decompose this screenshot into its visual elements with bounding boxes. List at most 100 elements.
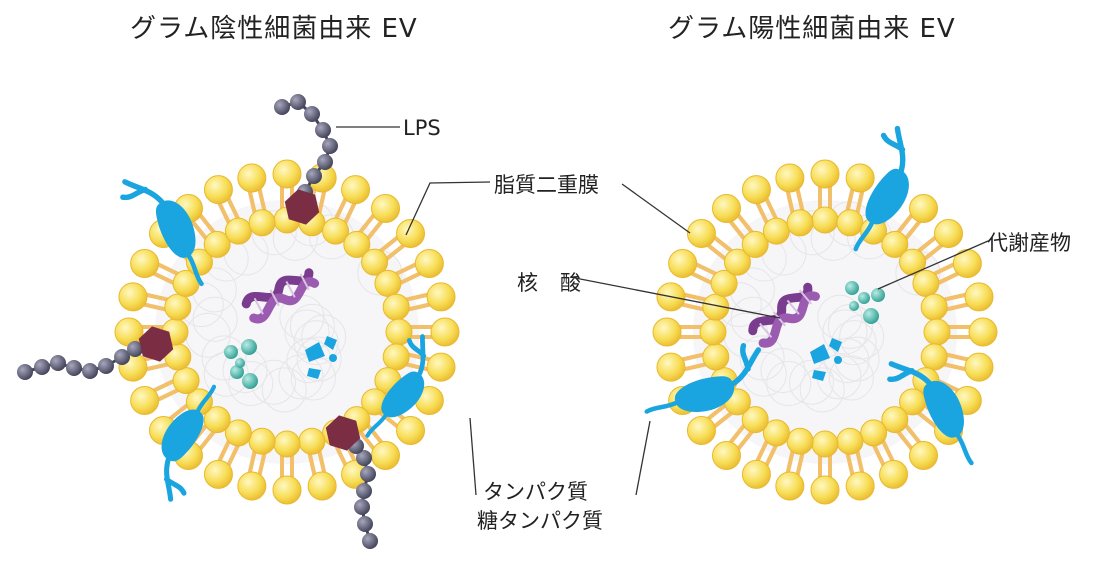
lipid-head	[810, 159, 840, 189]
lipid-head	[248, 427, 276, 455]
lipid-head	[810, 475, 840, 505]
protein-body	[923, 380, 964, 438]
dna-base-pair	[772, 311, 786, 327]
core-texture	[296, 336, 342, 382]
leader-line	[569, 276, 781, 319]
lipid-head	[775, 163, 805, 193]
metabolite	[871, 288, 885, 302]
metabolite	[230, 365, 244, 379]
lipid-head	[273, 430, 301, 458]
glycan-chain	[120, 179, 166, 206]
lps-bead	[34, 359, 50, 375]
leader-lines	[336, 126, 989, 496]
lipid-head	[920, 293, 948, 321]
lipid-head	[203, 175, 233, 205]
metabolite	[863, 308, 879, 324]
lipid-head	[811, 206, 839, 234]
nucleic-acid	[748, 282, 820, 348]
lipid-head	[668, 248, 698, 278]
dna-strand	[758, 291, 820, 348]
dna-base-pair	[285, 280, 296, 298]
lipid-head	[430, 317, 460, 347]
lipid-head	[686, 218, 716, 248]
label-nucleic-acid: 核 酸	[517, 271, 582, 295]
lps-core	[138, 326, 174, 362]
glycan-chain	[887, 361, 933, 386]
lipid-head	[934, 218, 964, 248]
lipid-head	[656, 352, 686, 382]
lipid-head	[836, 427, 864, 455]
leader-line	[877, 240, 989, 290]
lipid-head	[920, 343, 948, 371]
membrane-protein	[161, 384, 217, 502]
metabolite	[241, 339, 257, 355]
lipid-head	[702, 343, 730, 371]
label-metabolites: 代謝産物	[987, 231, 1071, 255]
protein-body	[161, 409, 204, 462]
lipid-head	[298, 427, 326, 455]
lipid-head	[272, 475, 302, 505]
dna-base-pair	[798, 289, 813, 305]
protein-fragment	[829, 338, 842, 352]
lipid-head	[845, 471, 875, 501]
dna-base-pair	[253, 297, 264, 315]
protein-tail	[853, 219, 875, 252]
lipid-head	[371, 441, 401, 471]
core-texture	[799, 367, 845, 413]
lipid-head	[203, 406, 231, 434]
core-texture	[293, 320, 339, 366]
lipid-head	[426, 282, 456, 312]
gram-negative-ev	[17, 94, 460, 549]
protein-fragment	[305, 342, 325, 362]
gram-positive-ev	[644, 125, 998, 505]
lps-bead	[357, 516, 373, 532]
core-texture	[201, 335, 247, 381]
label-glycoprotein: 糖タンパク質	[477, 509, 603, 533]
core-texture	[739, 335, 785, 381]
lipid-head	[762, 419, 790, 447]
lps-bead	[322, 138, 338, 154]
nucleic-acid	[241, 268, 320, 324]
lipid-head	[741, 459, 771, 489]
lipid-head	[382, 293, 410, 321]
lps-bead	[98, 358, 114, 374]
metabolite	[858, 292, 870, 304]
lps-bead	[354, 499, 370, 515]
title-gram-positive-ev: グラム陽性細菌由来 EV	[668, 14, 956, 44]
glycan-chain	[880, 125, 906, 174]
lipid-head	[879, 459, 909, 489]
lipid-head	[710, 269, 738, 297]
protein-fragment	[834, 356, 842, 364]
metabolite	[235, 358, 245, 368]
lipid-head	[237, 471, 267, 501]
protein-fragment	[812, 370, 826, 381]
protein-tail	[954, 431, 974, 466]
glycan-chain	[729, 343, 762, 387]
protein-fragment	[307, 368, 321, 379]
lipid-head	[203, 459, 233, 489]
lipid-head	[909, 193, 939, 223]
lipid-head	[426, 352, 456, 382]
metabolite	[849, 301, 859, 311]
protein-body	[381, 371, 425, 418]
lipid-head	[711, 193, 741, 223]
lipid-head	[248, 209, 276, 237]
membrane-protein	[887, 361, 974, 466]
lipid-head	[307, 471, 337, 501]
protein-fragment	[810, 344, 830, 364]
lps-bead	[66, 360, 82, 376]
lipid-head	[786, 209, 814, 237]
vesicle-core	[693, 200, 957, 464]
lipid-head	[702, 293, 730, 321]
lipid-head	[723, 248, 751, 276]
lipid-head	[741, 230, 769, 258]
glycan-chain	[406, 334, 427, 377]
lps-bead	[304, 106, 320, 122]
lipid-head	[371, 193, 401, 223]
lipid-head	[396, 218, 426, 248]
leader-line	[635, 420, 651, 496]
core-texture	[788, 359, 834, 405]
lipid-head	[964, 282, 994, 312]
protein-tail	[644, 399, 681, 414]
